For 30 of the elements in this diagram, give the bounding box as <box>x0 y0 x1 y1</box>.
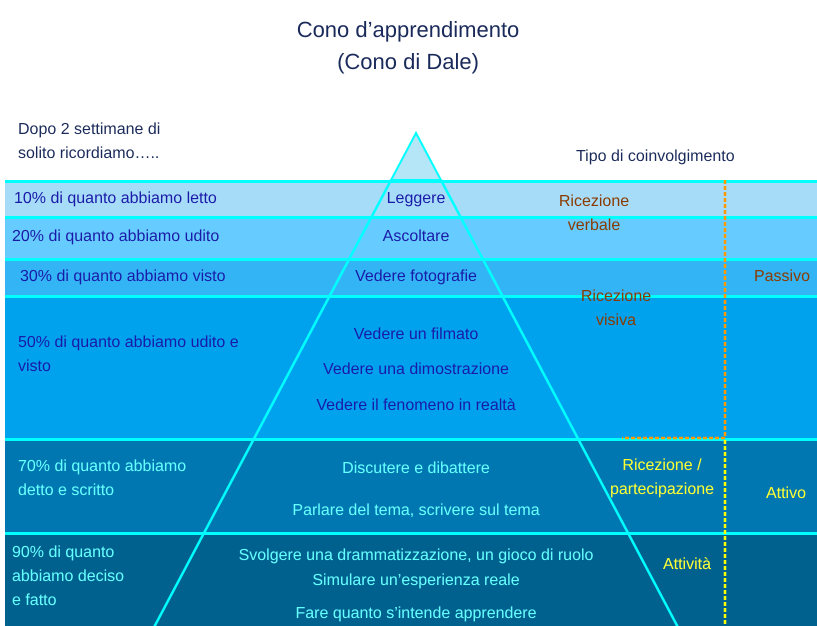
retention-text: 90% di quanto abbiamo deciso e fatto <box>12 543 126 611</box>
engagement-label: Ricezione / partecipazione <box>608 456 716 500</box>
engagement-label: Attivo <box>764 484 807 504</box>
cone-level-band <box>5 438 817 532</box>
activity-text: Vedere un filmato <box>354 325 478 345</box>
activity-text: Ascoltare <box>382 227 450 247</box>
title: Cono d’apprendimento (Cono di Dale) <box>296 16 520 76</box>
activity-text: Discutere e dibattere <box>342 459 490 479</box>
activity-text: Fare quanto s’intende apprendere <box>295 604 537 624</box>
retention-text: 70% di quanto abbiamo detto e scritto <box>18 457 188 501</box>
retention-text: 30% di quanto abbiamo visto <box>20 267 226 287</box>
engagement-label: Attività <box>662 555 712 575</box>
activity-text: Vedere una dimostrazione <box>323 360 509 380</box>
retention-text: 50% di quanto abbiamo udito e visto <box>18 333 240 377</box>
activity-text: Svolgere una drammatizzazione, un gioco di ruolo <box>238 546 594 566</box>
activity-text: Simulare un’esperienza reale <box>312 571 520 591</box>
activity-text: Parlare del tema, scrivere sul tema <box>292 501 540 521</box>
cone-level-band <box>5 216 817 258</box>
column-heading: Dopo 2 settimane di solito ricordiamo….. <box>18 120 162 164</box>
cone-level-band <box>5 532 817 626</box>
retention-text: 20% di quanto abbiamo udito <box>12 227 220 247</box>
activity-text: Leggere <box>386 189 446 209</box>
activity-text: Vedere fotografie <box>355 267 477 287</box>
engagement-label: Passivo <box>752 267 812 287</box>
retention-text: 10% di quanto abbiamo letto <box>14 189 218 209</box>
activity-text: Vedere il fenomeno in realtà <box>316 396 516 416</box>
engagement-label: Ricezione visiva <box>580 287 652 331</box>
engagement-label: Ricezione verbale <box>558 192 630 236</box>
column-heading: Tipo di coinvolgimento <box>576 147 736 167</box>
cone-level-band <box>5 180 817 216</box>
